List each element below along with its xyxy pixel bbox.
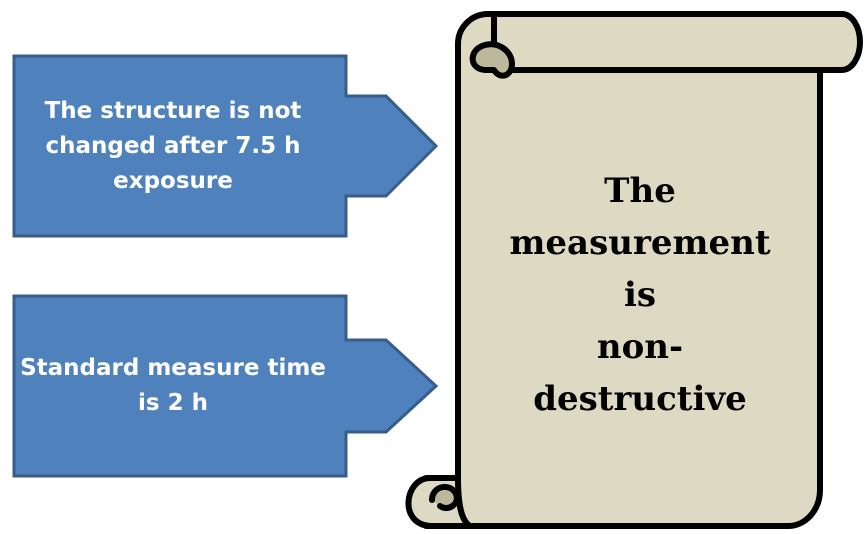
scroll-line-3: is [623,275,657,315]
callout-arrow-2-shape [12,294,439,478]
scroll-line-2: measurement [509,223,771,263]
scroll-line-4: non- [596,327,684,367]
callout-arrow-1-shape [12,54,439,238]
scroll-text: The measurement is non- destructive [470,150,810,440]
scroll-banner-icon [405,11,863,529]
scroll-line-1: The [604,171,676,211]
callout-2-text: Standard measure time is 2 h [20,355,326,416]
scroll-top-curl [469,41,515,79]
scroll-bottom-curl [429,483,460,512]
callout-1-text: The structure is not changed after 7.5 h… [44,97,302,194]
scroll-body [423,11,823,529]
scroll-top-roll [491,11,863,73]
scroll-line-5: destructive [533,379,747,419]
